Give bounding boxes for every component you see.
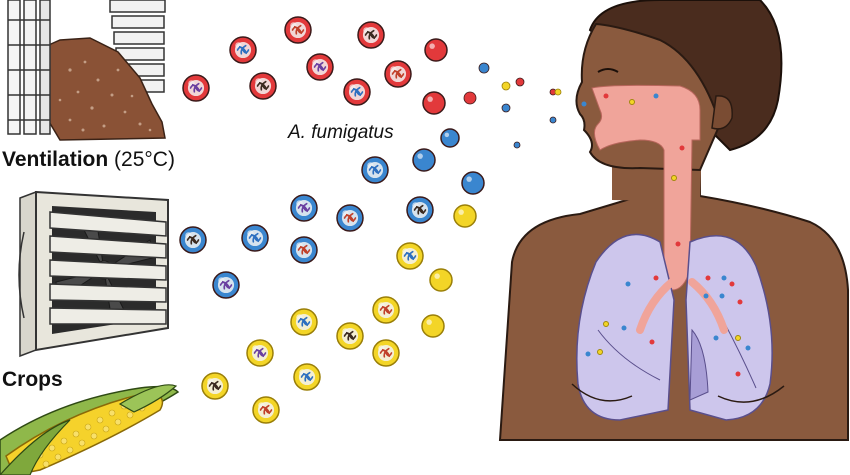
spore [513, 141, 521, 149]
spore [249, 72, 277, 100]
spore [290, 236, 318, 264]
spore [412, 148, 436, 172]
spore [284, 16, 312, 44]
spore [212, 271, 240, 299]
spore [361, 156, 389, 184]
spore [290, 308, 318, 336]
corn-cob-icon [0, 384, 180, 475]
spore [306, 53, 334, 81]
spore [179, 226, 207, 254]
spore [515, 77, 525, 87]
spore [440, 128, 460, 148]
spore [461, 171, 485, 195]
spore [336, 204, 364, 232]
spore [201, 372, 229, 400]
spore [406, 196, 434, 224]
spore [293, 363, 321, 391]
spore [252, 396, 280, 424]
spore [182, 74, 210, 102]
spore [229, 36, 257, 64]
crops-label: Crops [2, 368, 63, 391]
ventilation-temperature: (25°C) [114, 148, 175, 171]
species-label: A. fumigatus [288, 122, 394, 143]
spore [241, 224, 269, 252]
spore [501, 81, 511, 91]
spore [549, 116, 557, 124]
spore [384, 60, 412, 88]
spore [396, 242, 424, 270]
spore [290, 194, 318, 222]
human-respiratory-figure-icon [498, 0, 849, 441]
spore [372, 339, 400, 367]
compost-bin-icon [7, 0, 166, 141]
spore [246, 339, 274, 367]
spore [336, 322, 364, 350]
spore [429, 268, 453, 292]
spore [501, 103, 511, 113]
spore-cloud [179, 16, 562, 424]
ventilation-title: Ventilation [2, 148, 109, 171]
spore [422, 91, 446, 115]
spore [424, 38, 448, 62]
spore [357, 21, 385, 49]
spore [554, 88, 562, 96]
ventilation-label: Ventilation (25°C) [2, 148, 175, 172]
spore [463, 91, 477, 105]
spore [372, 296, 400, 324]
spore [343, 78, 371, 106]
spore [453, 204, 477, 228]
spore [421, 314, 445, 338]
ventilation-fan-icon [18, 190, 169, 358]
spore [478, 62, 490, 74]
